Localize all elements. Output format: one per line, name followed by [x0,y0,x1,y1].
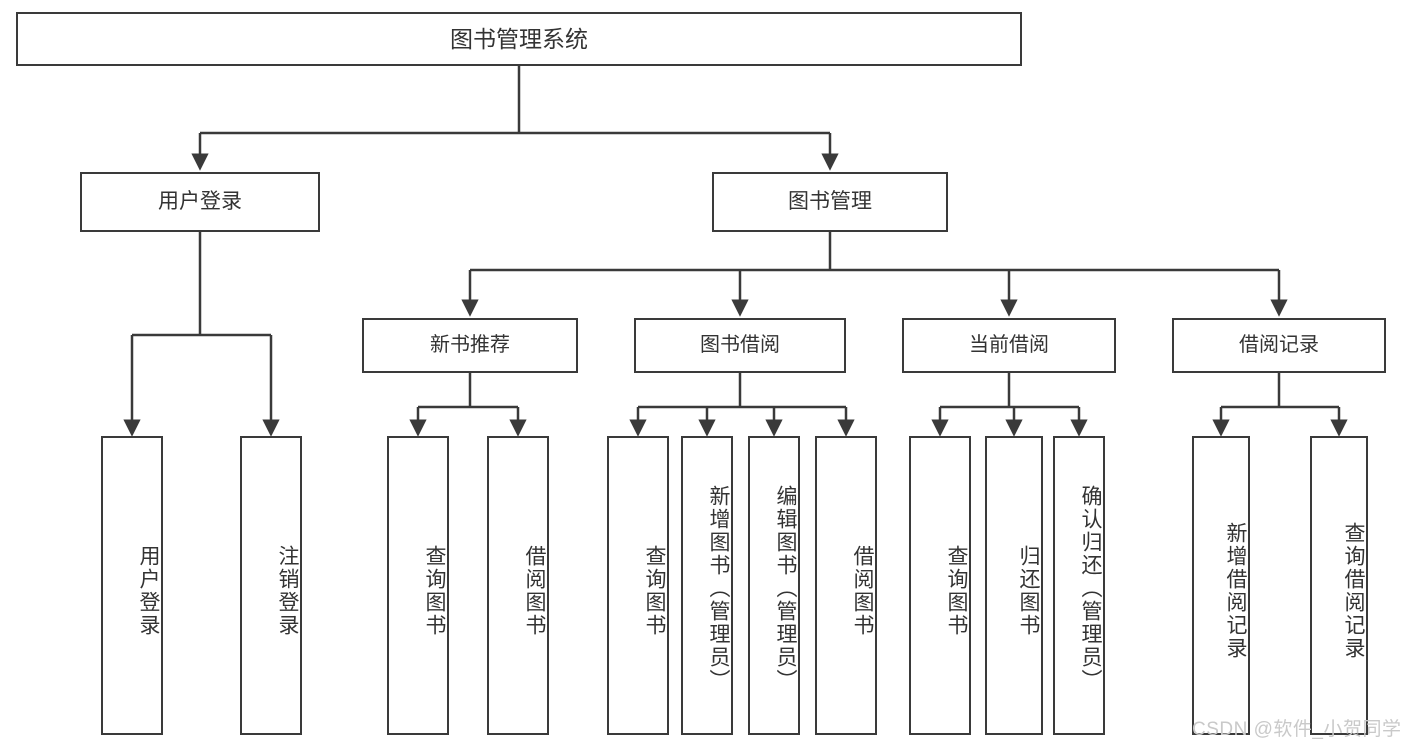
leaf-query-book-new-rec[interactable]: 查询图书 [387,436,449,735]
leaf-return-book[interactable]: 归还图书 [985,436,1043,735]
node-book-borrowing[interactable]: 图书借阅 [634,318,846,373]
node-label: 图书管理系统 [450,25,588,52]
node-label: 新增借阅记录 [1224,521,1247,660]
node-label: 查询借阅记录 [1342,521,1365,660]
leaf-query-book-borrow[interactable]: 查询图书 [607,436,669,735]
leaf-add-book-admin[interactable]: 新增图书（管理员） [681,436,733,735]
watermark-text: CSDN @软件_小贺同学 [1192,719,1402,740]
node-label: 借阅记录 [1239,334,1319,356]
node-user-login[interactable]: 用户登录 [80,172,320,232]
leaf-borrow-book-new-rec[interactable]: 借阅图书 [487,436,549,735]
csdn-watermark: CSDN @软件_小贺同学 [1192,714,1401,741]
leaf-query-borrow-record[interactable]: 查询借阅记录 [1310,436,1368,735]
leaf-query-book-current[interactable]: 查询图书 [909,436,971,735]
node-label: 当前借阅 [969,334,1049,356]
node-label: 借阅图书 [523,544,546,637]
node-label: 图书借阅 [700,334,780,356]
node-label: 用户登录 [158,189,242,213]
leaf-add-borrow-record[interactable]: 新增借阅记录 [1192,436,1250,735]
leaf-logout[interactable]: 注销登录 [240,436,302,735]
node-label: 查询图书 [423,544,446,637]
node-label: 查询图书 [643,544,666,637]
node-label: 确认归还（管理员） [1079,485,1102,692]
node-book-management[interactable]: 图书管理 [712,172,948,232]
leaf-edit-book-admin[interactable]: 编辑图书（管理员） [748,436,800,735]
node-label: 注销登录 [276,544,299,637]
leaf-borrow-book[interactable]: 借阅图书 [815,436,877,735]
node-label: 归还图书 [1017,544,1040,637]
node-label: 查询图书 [945,544,968,637]
node-label: 用户登录 [137,544,160,637]
node-current-borrowing[interactable]: 当前借阅 [902,318,1116,373]
node-borrowing-record[interactable]: 借阅记录 [1172,318,1386,373]
node-label: 借阅图书 [851,544,874,637]
node-label: 新增图书（管理员） [707,485,730,692]
leaf-user-login[interactable]: 用户登录 [101,436,163,735]
node-label: 编辑图书（管理员） [774,485,797,692]
node-new-book-recommendation[interactable]: 新书推荐 [362,318,578,373]
node-root-book-management-system[interactable]: 图书管理系统 [16,12,1022,66]
leaf-confirm-return-admin[interactable]: 确认归还（管理员） [1053,436,1105,735]
node-label: 图书管理 [788,189,872,213]
node-label: 新书推荐 [430,334,510,356]
